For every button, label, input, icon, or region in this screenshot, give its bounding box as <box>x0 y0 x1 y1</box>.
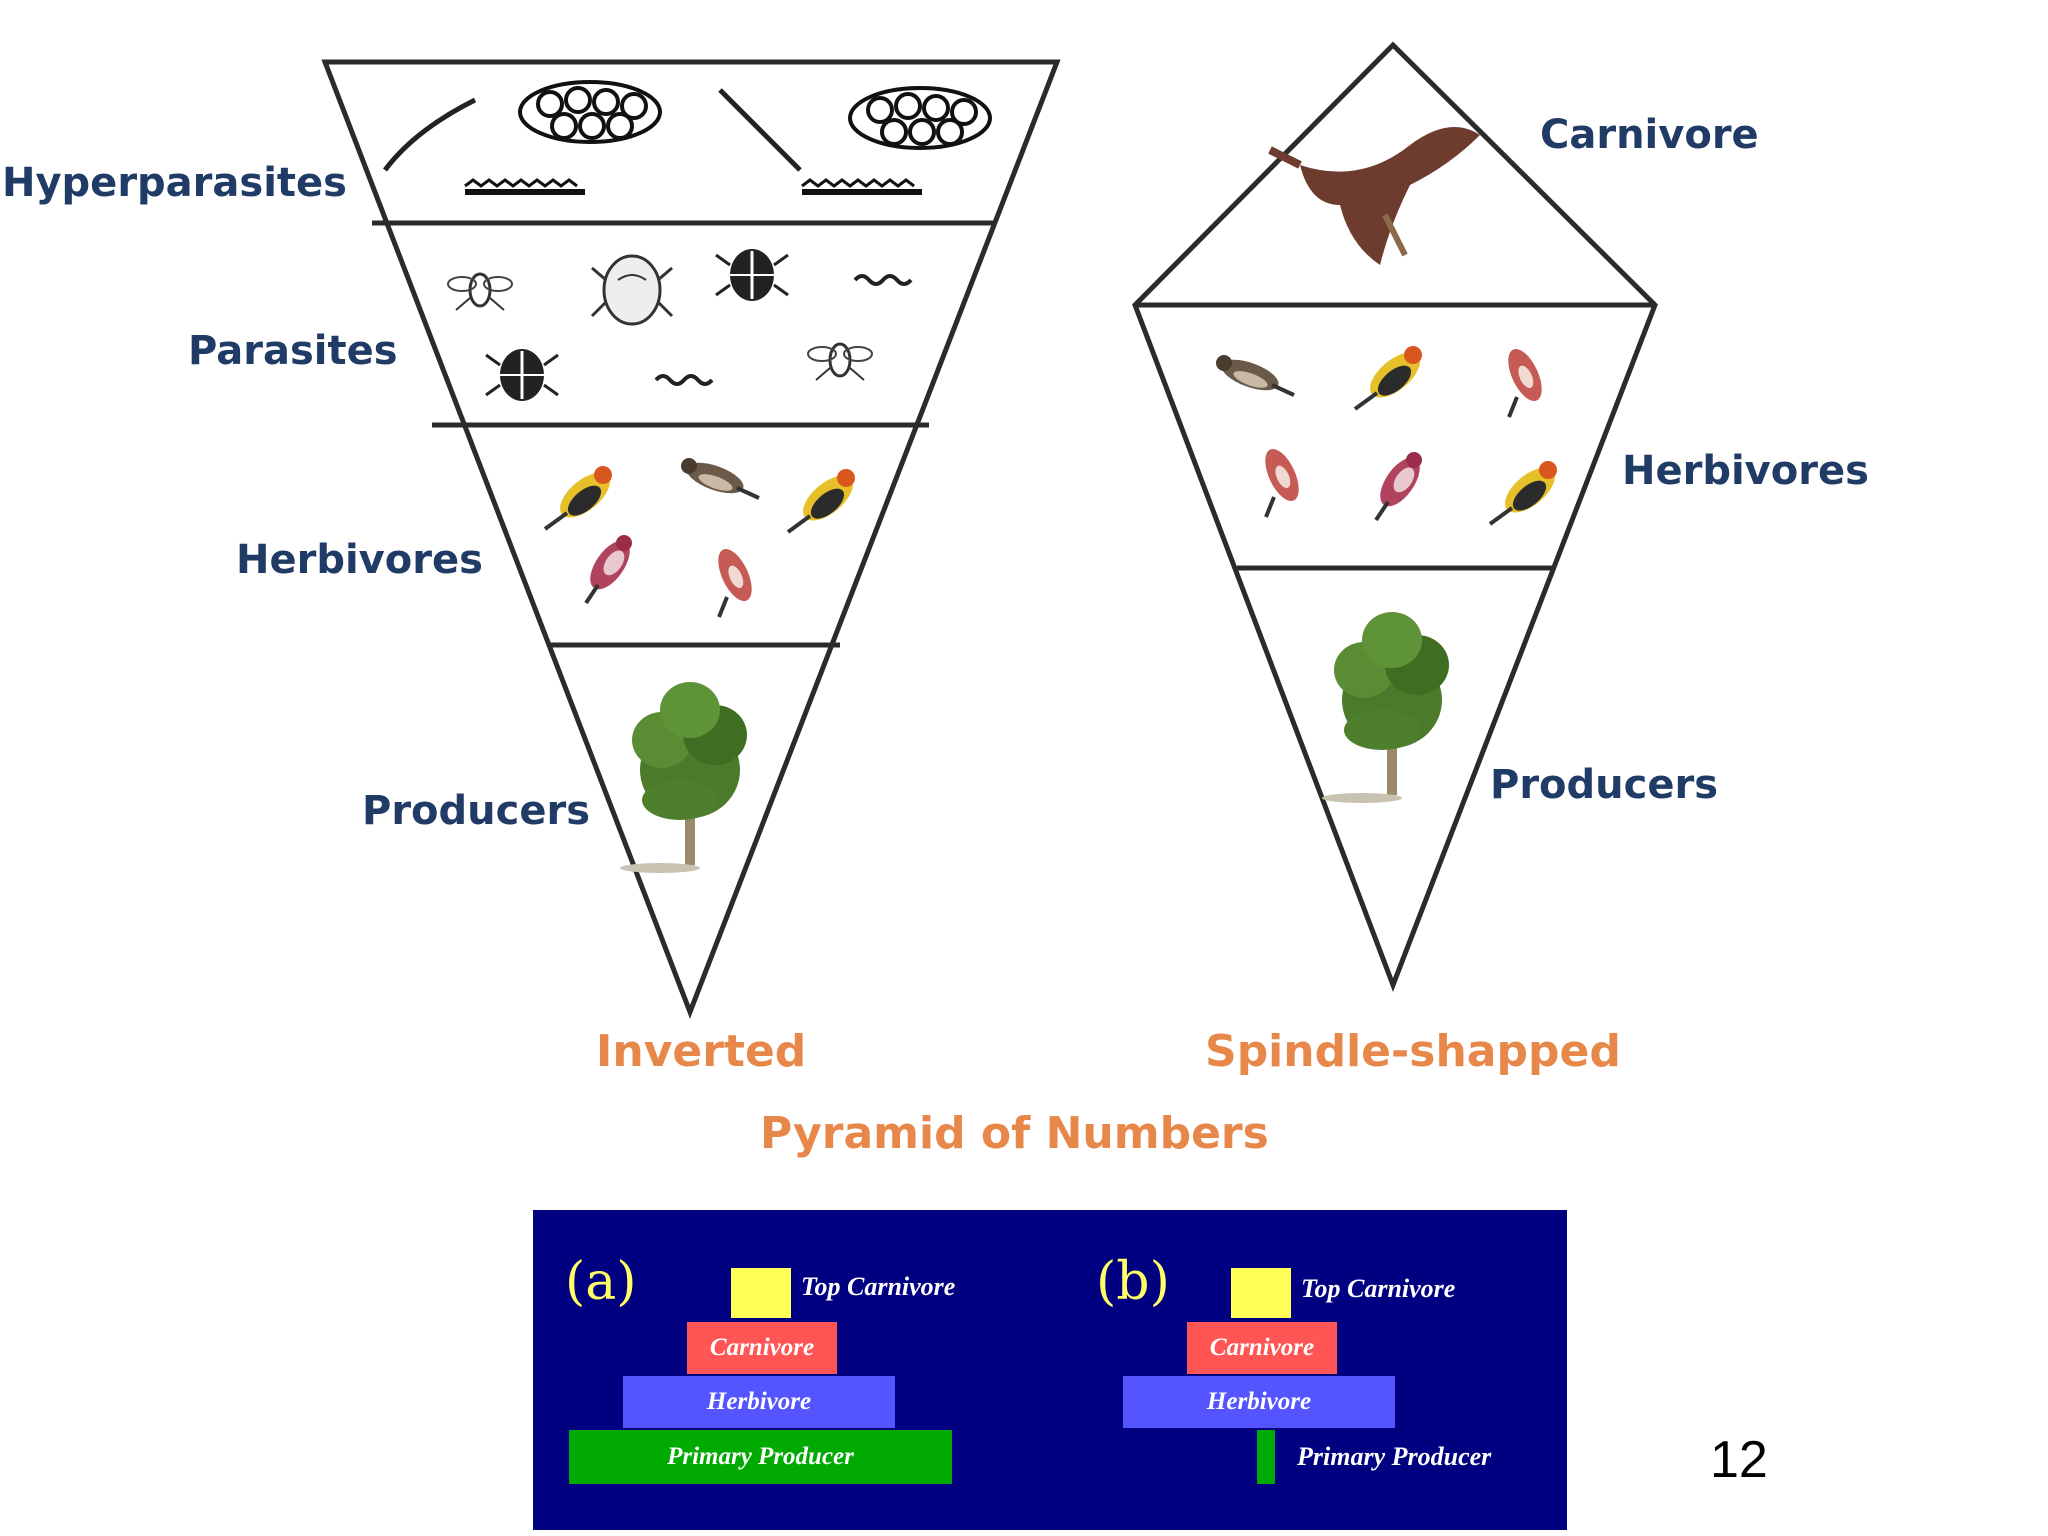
panel-b-primary-producer-block <box>1257 1430 1275 1484</box>
inverted-pyramid <box>321 59 1061 1019</box>
producers-label: Producers <box>1490 762 1719 808</box>
spindle-pyramid <box>1132 41 1658 993</box>
panel-a-herbivore-block: Herbivore <box>623 1376 895 1428</box>
panel-a-letter: (a) <box>565 1252 637 1312</box>
pyramid-comparison-panel: (a) Top Carnivore Carnivore Herbivore Pr… <box>533 1210 1567 1530</box>
panel-b-primary-producer-label: Primary Producer <box>1297 1442 1492 1471</box>
producers-label: Producers <box>362 788 591 834</box>
panel-b-top-carnivore-label: Top Carnivore <box>1301 1274 1456 1303</box>
diagram-title: Pyramid of Numbers <box>760 1108 1269 1159</box>
panel-b-herbivore-block: Herbivore <box>1123 1376 1395 1428</box>
hyperparasites-illustration <box>383 80 992 192</box>
page-number: 12 <box>1710 1431 1768 1489</box>
pyramid-diagrams <box>321 41 1658 1019</box>
panel-b-letter: (b) <box>1096 1252 1170 1312</box>
panel-a-top-carnivore-block <box>731 1268 791 1318</box>
carnivore-label: Carnivore <box>1540 112 1759 158</box>
panel-a-carnivore-block: Carnivore <box>687 1322 837 1374</box>
spindle-caption: Spindle-shapped <box>1205 1026 1621 1077</box>
carnivore-hawk <box>1268 127 1480 265</box>
hyperparasites-label: Hyperparasites <box>2 160 347 206</box>
inverted-caption: Inverted <box>596 1026 807 1077</box>
herbivores-label: Herbivores <box>1622 448 1869 494</box>
panel-a-top-carnivore-label: Top Carnivore <box>801 1272 956 1301</box>
parasites-label: Parasites <box>188 328 398 374</box>
panel-b-top-carnivore-block <box>1231 1268 1291 1318</box>
herbivores-label: Herbivores <box>236 537 483 583</box>
panel-b-carnivore-block: Carnivore <box>1187 1322 1337 1374</box>
panel-a-primary-producer-block: Primary Producer <box>569 1430 952 1484</box>
